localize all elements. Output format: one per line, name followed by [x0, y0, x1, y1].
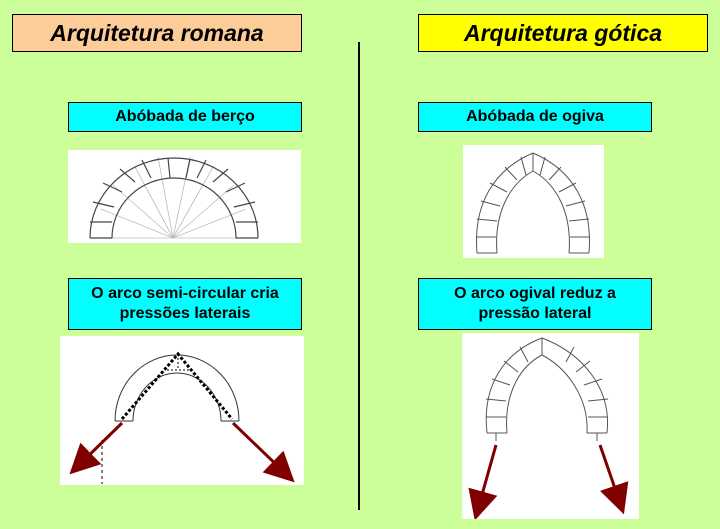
- semicircular-arch-thrust-diagram: [60, 336, 304, 485]
- romanesque-arch-label: O arco semi-circular cria pressões later…: [68, 278, 302, 330]
- gothic-arch-label: O arco ogival reduz a pressão lateral: [418, 278, 652, 330]
- ogival-vault-diagram: [463, 145, 604, 258]
- center-divider: [358, 42, 360, 510]
- romanesque-title: Arquitetura romana: [12, 14, 302, 52]
- barrel-vault-diagram: [68, 150, 301, 243]
- gothic-title: Arquitetura gótica: [418, 14, 708, 52]
- gothic-vault-label: Abóbada de ogiva: [418, 102, 652, 132]
- romanesque-vault-label: Abóbada de berço: [68, 102, 302, 132]
- ogival-arch-thrust-diagram: [462, 333, 639, 519]
